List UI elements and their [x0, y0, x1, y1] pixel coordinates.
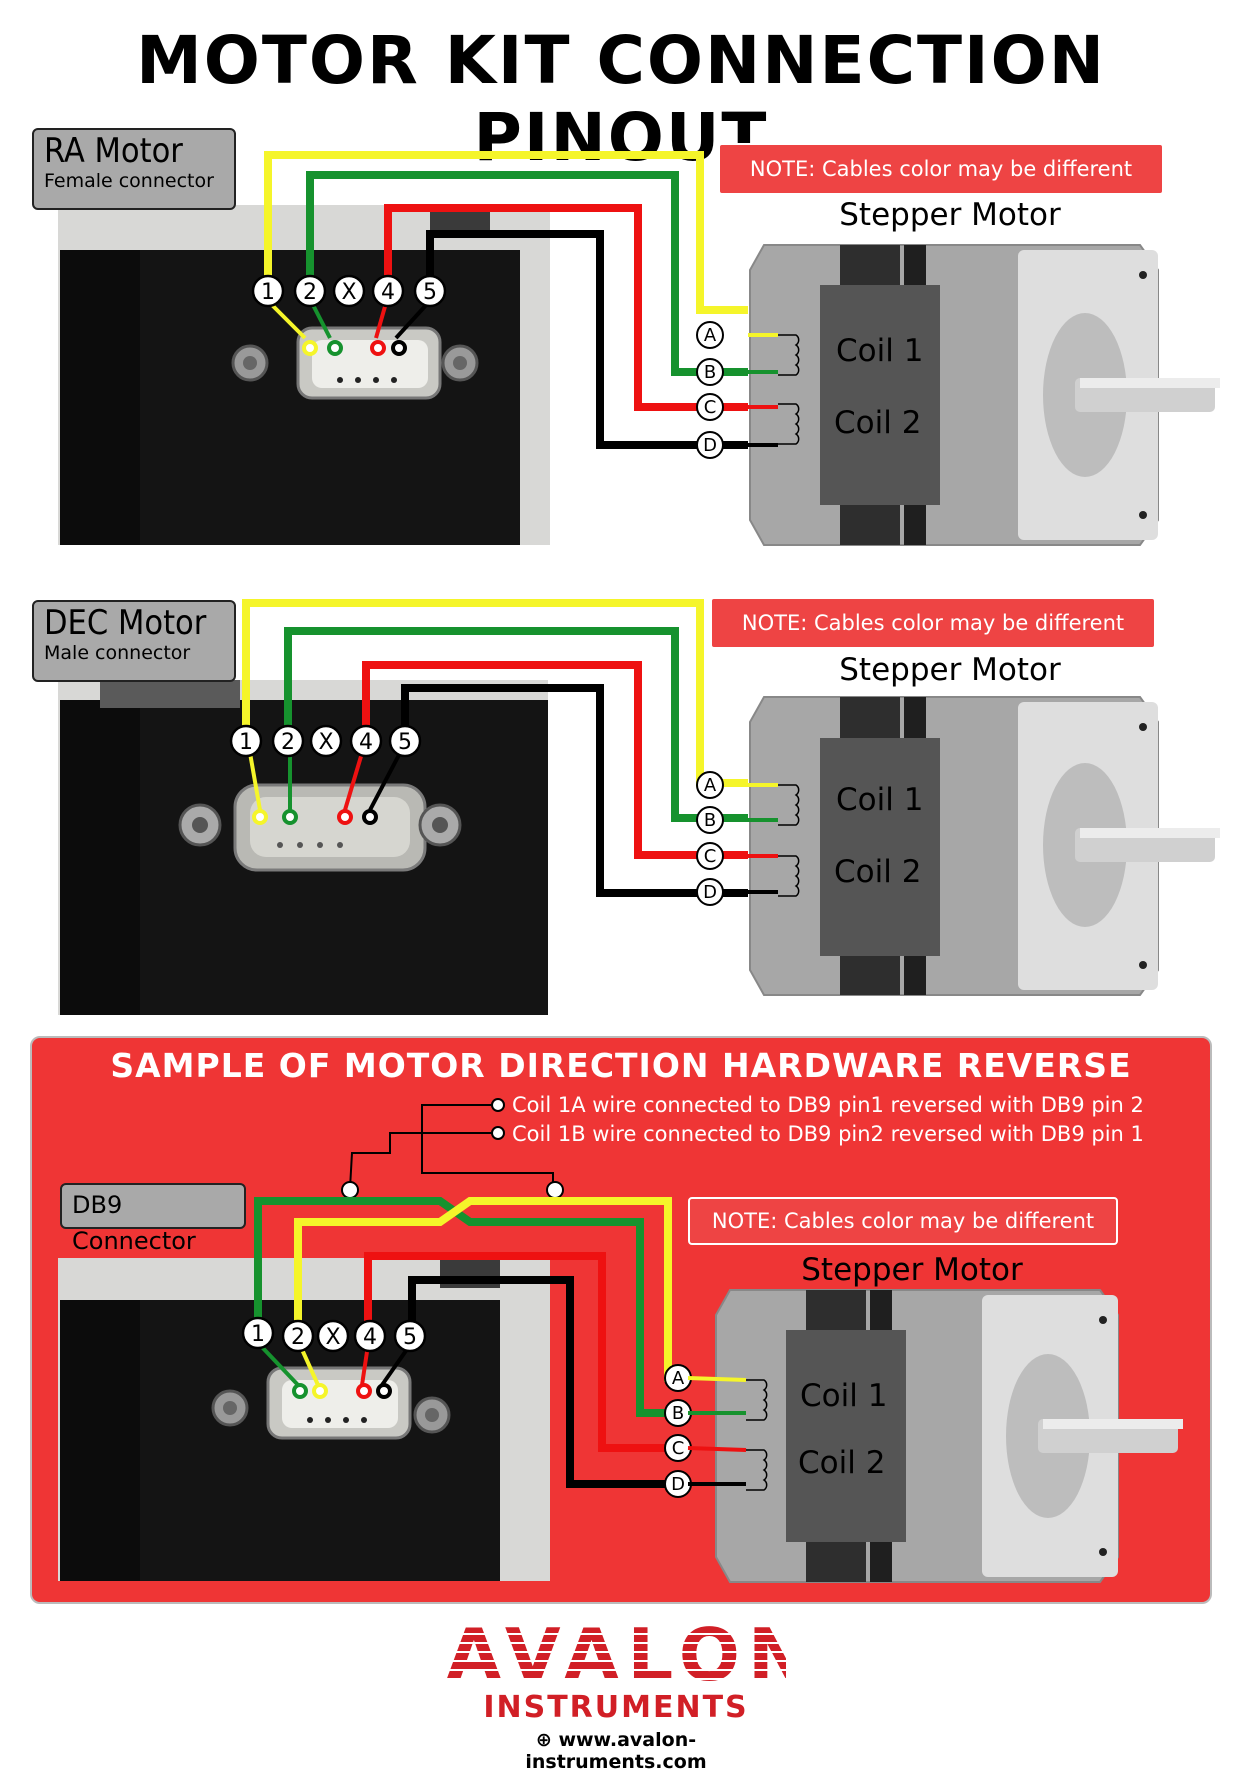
reverse-diagram: 1 2 X 4 5 A B C D [58, 1098, 1183, 1583]
reverse-line-2: Coil 1B wire connected to DB9 pin2 rever… [512, 1122, 1144, 1146]
logo-subtitle: INSTRUMENTS [483, 1690, 749, 1725]
ra-subtitle: Female connector [44, 170, 214, 192]
ra-terminals: A B C D [696, 321, 724, 459]
avalon-logo: AVALON INSTRUMENTS ⊕ www.avalon-instrume… [446, 1613, 817, 1773]
pin-1: 1 [239, 730, 253, 755]
reverse-heading: SAMPLE OF MOTOR DIRECTION HARDWARE REVER… [110, 1046, 1132, 1085]
pin-x: X [325, 1325, 340, 1350]
dec-stepper-motor [748, 696, 1220, 996]
ra-note: NOTE: Cables color may be different [718, 143, 1164, 195]
reverse-wires [254, 1197, 688, 1488]
page-title: MOTOR KIT CONNECTION PINOUT [136, 22, 1106, 176]
ra-title: RA Motor [44, 131, 183, 171]
ra-wire-red [384, 204, 748, 411]
logo-name: AVALON [446, 1613, 817, 1697]
pin-2: 2 [281, 730, 295, 755]
dec-coil1-label: Coil 1 [836, 782, 924, 818]
dec-note: NOTE: Cables color may be different [710, 597, 1156, 649]
ra-wire-black [426, 230, 748, 449]
dec-pin-labels: 1 2 X 4 5 [229, 724, 422, 758]
dec-terminals: A B C D [696, 771, 724, 906]
dec-subtitle: Male connector [44, 642, 191, 664]
terminal-d: D [703, 882, 717, 903]
terminal-c: C [672, 1438, 685, 1459]
ra-coil1-label: Coil 1 [836, 333, 924, 369]
terminal-a: A [672, 1368, 685, 1389]
terminal-a: A [704, 775, 717, 796]
reverse-pin-dots [292, 1383, 392, 1399]
pin-5: 5 [398, 730, 412, 755]
dec-coil2-label: Coil 2 [834, 854, 922, 890]
reverse-connector-photo [58, 1258, 550, 1581]
reverse-wire-black [408, 1276, 688, 1488]
terminal-c: C [704, 846, 717, 867]
db9-connector-label: DB9 Connector [60, 1183, 246, 1255]
reverse-coil1-label: Coil 1 [800, 1378, 888, 1414]
ra-stepper-motor [748, 244, 1220, 546]
terminal-b: B [704, 810, 716, 831]
pin-4: 4 [381, 280, 395, 305]
dec-pin-dots [252, 809, 378, 825]
terminal-c: C [704, 397, 717, 418]
ra-pin-labels: 1 2 X 4 5 [251, 274, 447, 308]
pin-2: 2 [291, 1325, 305, 1350]
globe-icon: ⊕ [535, 1729, 559, 1751]
reverse-stepper-label: Stepper Motor [801, 1252, 1023, 1288]
pin-1: 1 [261, 280, 275, 305]
reverse-line-1: Coil 1A wire connected to DB9 pin1 rever… [512, 1093, 1144, 1117]
terminal-d: D [671, 1474, 685, 1495]
reverse-stepper-motor [687, 1289, 1183, 1583]
terminal-d: D [703, 435, 717, 456]
reverse-pin-labels: 1 2 X 4 5 [241, 1316, 427, 1353]
dec-stepper-label: Stepper Motor [839, 652, 1061, 688]
pin-1: 1 [251, 1322, 265, 1347]
dec-wire-red [362, 661, 748, 859]
dec-label: DEC Motor Male connector [32, 600, 236, 682]
pin-x: X [341, 280, 356, 305]
dec-title: DEC Motor [44, 603, 207, 643]
reverse-wire-red [364, 1252, 688, 1452]
ra-coil2-label: Coil 2 [834, 405, 922, 441]
dec-diagram: 1 2 X 4 5 A B C D [58, 599, 1220, 1015]
reverse-wire-green [254, 1197, 688, 1417]
ra-stepper-label: Stepper Motor [839, 197, 1061, 233]
pin-2: 2 [303, 280, 317, 305]
ra-label: RA Motor Female connector [32, 128, 236, 210]
reverse-note: NOTE: Cables color may be different [688, 1197, 1118, 1245]
terminal-a: A [704, 325, 717, 346]
pin-4: 4 [363, 1325, 377, 1350]
terminal-b: B [672, 1403, 684, 1424]
pin-5: 5 [423, 280, 437, 305]
pin-x: X [318, 730, 333, 755]
ra-wire-yellow [264, 151, 748, 314]
terminal-b: B [704, 362, 716, 383]
reverse-coil2-label: Coil 2 [798, 1445, 886, 1481]
dec-wire-black [401, 684, 748, 897]
logo-url[interactable]: ⊕ www.avalon-instruments.com [446, 1729, 786, 1773]
reverse-leaders [341, 1098, 564, 1199]
ra-diagram: 1 2 X 4 5 A B C D [58, 151, 1220, 546]
ra-pin-dots [302, 340, 407, 356]
pin-4: 4 [359, 730, 373, 755]
reverse-terminals: A B C D [664, 1364, 692, 1498]
pin-5: 5 [403, 1325, 417, 1350]
